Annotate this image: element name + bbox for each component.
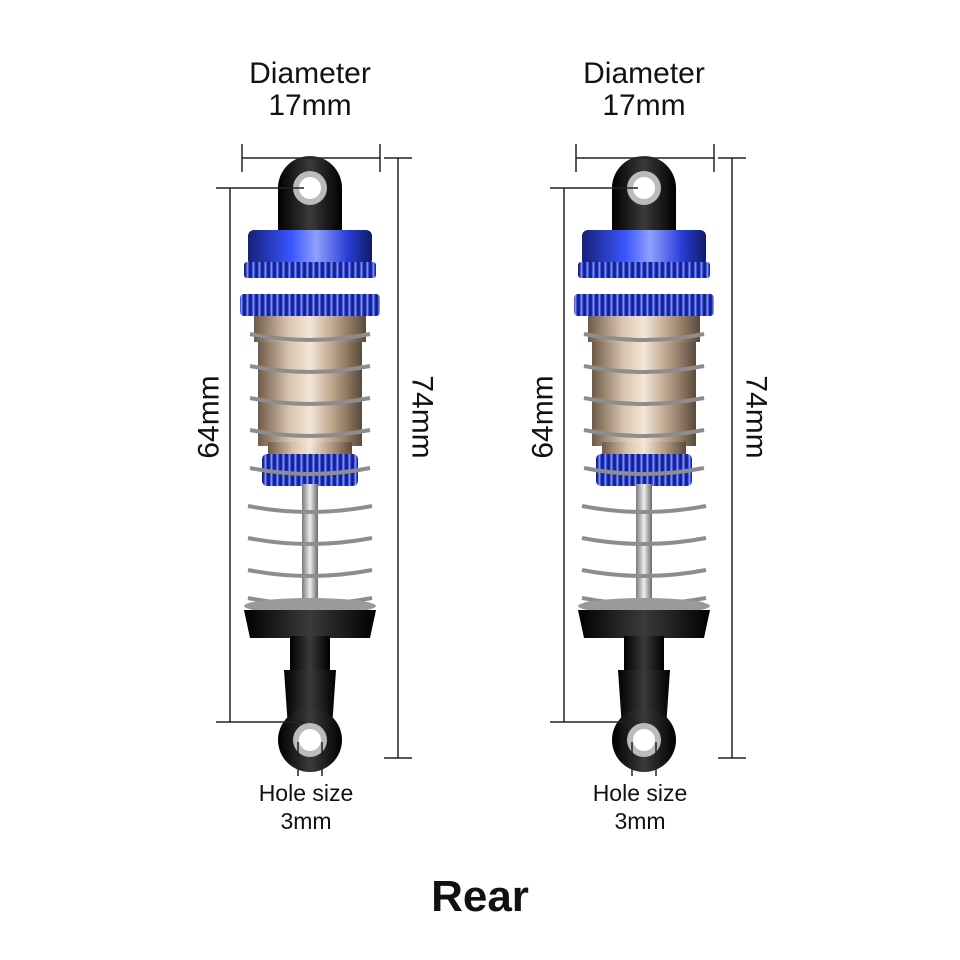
length-74-left: 74mm xyxy=(405,375,439,459)
shock-absorber-right xyxy=(549,143,747,777)
hole-size-label-right: Hole size 3mm xyxy=(560,780,720,835)
caption-title: Rear xyxy=(431,872,529,921)
hole-size-label-left: Hole size 3mm xyxy=(226,780,386,835)
diameter-label-right: Diameter 17mm xyxy=(534,58,754,121)
length-74-right: 74mm xyxy=(739,375,773,459)
length-64-left: 64mm xyxy=(192,375,226,459)
hole-size-title: Hole size xyxy=(258,780,354,806)
diameter-value: 17mm xyxy=(268,88,352,122)
diameter-title: Diameter xyxy=(583,57,705,90)
length-64-right: 64mm xyxy=(526,375,560,459)
diameter-title: Diameter xyxy=(249,57,371,90)
hole-size-value: 3mm xyxy=(614,807,666,834)
hole-size-title: Hole size xyxy=(592,780,688,806)
diameter-value: 17mm xyxy=(602,88,686,122)
hole-size-value: 3mm xyxy=(280,807,332,834)
diameter-label-left: Diameter 17mm xyxy=(200,58,420,121)
shock-absorber-left xyxy=(215,143,413,777)
